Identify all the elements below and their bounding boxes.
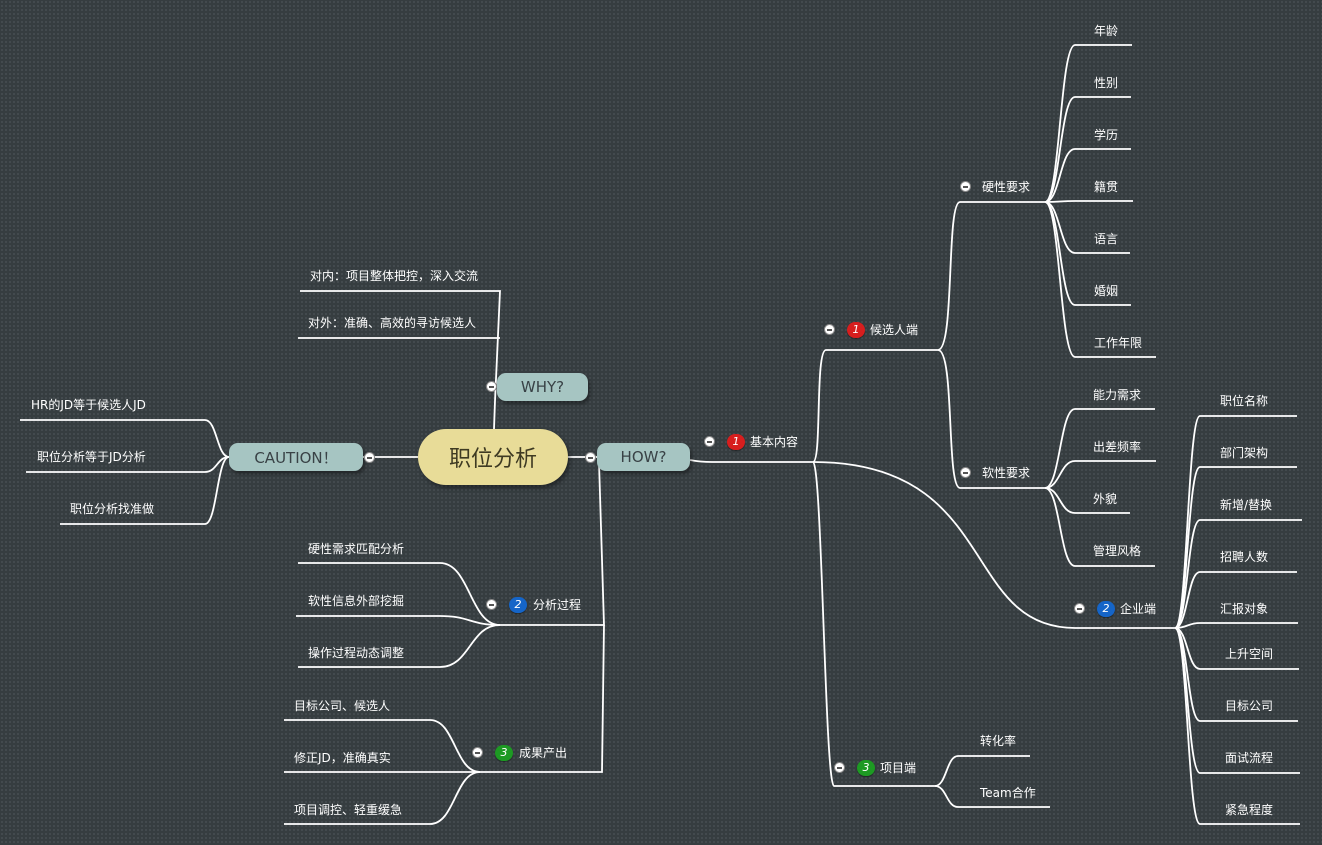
soft-item[interactable]: 管理风格 (1093, 544, 1142, 558)
connector-line (284, 719, 481, 773)
connector-line (1044, 148, 1131, 203)
soft-item[interactable]: 外貌 (1093, 492, 1118, 506)
priority-badge-analysis: 2 (509, 597, 527, 613)
connector-line (812, 461, 1175, 629)
collapse-basic-icon[interactable] (704, 436, 715, 447)
company-item[interactable]: 新增/替换 (1220, 498, 1273, 512)
hard-item[interactable]: 工作年限 (1094, 336, 1143, 350)
candidate-node[interactable]: 候选人端 (870, 323, 919, 337)
analysis-item[interactable]: 操作过程动态调整 (308, 646, 405, 660)
connector-lines (20, 44, 1302, 825)
soft-item[interactable]: 能力需求 (1093, 388, 1142, 402)
connector-line (1044, 487, 1130, 514)
connector-line (1174, 519, 1302, 629)
connector-line (934, 785, 1050, 808)
collapse-candidate-icon[interactable] (824, 324, 835, 335)
soft-requirement-node[interactable]: 软性要求 (982, 466, 1031, 480)
connector-line (1174, 627, 1299, 670)
connector-line (1044, 201, 1130, 254)
connector-line (26, 456, 230, 473)
output-item[interactable]: 目标公司、候选人 (294, 699, 391, 713)
output-node[interactable]: 成果产出 (519, 746, 568, 760)
connector-line (934, 755, 1030, 787)
collapse-caution-icon[interactable] (364, 452, 375, 463)
connector-line (60, 456, 230, 525)
connector-line (1044, 200, 1133, 203)
basic-content-node[interactable]: 基本内容 (750, 435, 799, 449)
connector-line (1044, 44, 1132, 203)
connector-line (812, 349, 938, 463)
connector-line (1174, 466, 1297, 629)
connector-line (1044, 408, 1155, 489)
company-node[interactable]: 企业端 (1120, 602, 1157, 616)
connector-line (298, 562, 501, 626)
company-item[interactable]: 面试流程 (1225, 751, 1274, 765)
hard-item[interactable]: 年龄 (1094, 24, 1119, 38)
how-node[interactable]: HOW? (597, 443, 690, 471)
project-item[interactable]: 转化率 (980, 734, 1017, 748)
priority-badge-candidate: 1 (847, 322, 865, 338)
analysis-item[interactable]: 软性信息外部挖掘 (308, 594, 405, 608)
company-item[interactable]: 上升空间 (1225, 647, 1274, 661)
collapse-company-icon[interactable] (1074, 603, 1085, 614)
connector-line (1044, 460, 1156, 489)
soft-item[interactable]: 出差频率 (1093, 440, 1142, 454)
connector-line (1044, 487, 1155, 567)
company-item[interactable]: 汇报对象 (1220, 602, 1269, 616)
output-item[interactable]: 修正JD，准确真实 (294, 751, 391, 765)
caution-item[interactable]: HR的JD等于候选人JD (31, 398, 146, 412)
connector-line (1174, 627, 1300, 825)
priority-badge-basic: 1 (727, 434, 745, 450)
caution-node[interactable]: CAUTION！ (229, 443, 363, 471)
connector-line (284, 771, 481, 825)
priority-badge-project: 3 (857, 760, 875, 776)
company-item[interactable]: 部门架构 (1220, 446, 1269, 460)
connector-line (1044, 201, 1156, 358)
project-node[interactable]: 项目端 (880, 761, 917, 775)
why-node[interactable]: WHY? (497, 373, 588, 401)
hard-item[interactable]: 学历 (1094, 128, 1119, 142)
priority-badge-output: 3 (495, 745, 513, 761)
caution-item[interactable]: 职位分析等于JD分析 (37, 450, 146, 464)
collapse-analysis-icon[interactable] (486, 599, 497, 610)
collapse-output-icon[interactable] (472, 747, 483, 758)
company-item[interactable]: 职位名称 (1220, 394, 1269, 408)
hard-requirement-node[interactable]: 硬性要求 (982, 180, 1031, 194)
caution-item[interactable]: 职位分析找准做 (70, 502, 155, 516)
connector-line (20, 419, 230, 458)
connector-line (1174, 622, 1298, 629)
company-item[interactable]: 招聘人数 (1220, 550, 1269, 564)
hard-item[interactable]: 语言 (1094, 232, 1119, 246)
connector-line (480, 624, 605, 773)
company-item[interactable]: 目标公司 (1225, 699, 1274, 713)
why-item[interactable]: 对内：项目整体把控，深入交流 (310, 269, 479, 283)
collapse-soft-icon[interactable] (960, 467, 971, 478)
connector-line (812, 461, 935, 787)
connector-line (298, 624, 501, 668)
connector-line (1044, 96, 1131, 203)
connector-line (689, 459, 813, 463)
hard-item[interactable]: 籍贯 (1094, 180, 1119, 194)
hard-item[interactable]: 性别 (1094, 76, 1119, 90)
analysis-node[interactable]: 分析过程 (533, 598, 582, 612)
connector-line (937, 201, 1045, 351)
analysis-item[interactable]: 硬性需求匹配分析 (308, 542, 405, 556)
output-item[interactable]: 项目调控、轻重缓急 (294, 803, 403, 817)
connector-line (493, 400, 496, 430)
collapse-how-icon[interactable] (585, 452, 596, 463)
why-item[interactable]: 对外：准确、高效的寻访候选人 (308, 316, 477, 330)
company-item[interactable]: 紧急程度 (1225, 803, 1274, 817)
connector-line (937, 349, 1045, 489)
collapse-hard-icon[interactable] (960, 181, 971, 192)
connector-line (300, 290, 501, 402)
connector-line (296, 615, 501, 626)
project-item[interactable]: Team合作 (980, 786, 1036, 800)
connector-line (1174, 571, 1297, 629)
priority-badge-company: 2 (1097, 601, 1115, 617)
hard-item[interactable]: 婚姻 (1094, 284, 1119, 298)
collapse-project-icon[interactable] (834, 762, 845, 773)
collapse-why-icon[interactable] (486, 381, 497, 392)
root-node[interactable]: 职位分析 (418, 429, 568, 485)
